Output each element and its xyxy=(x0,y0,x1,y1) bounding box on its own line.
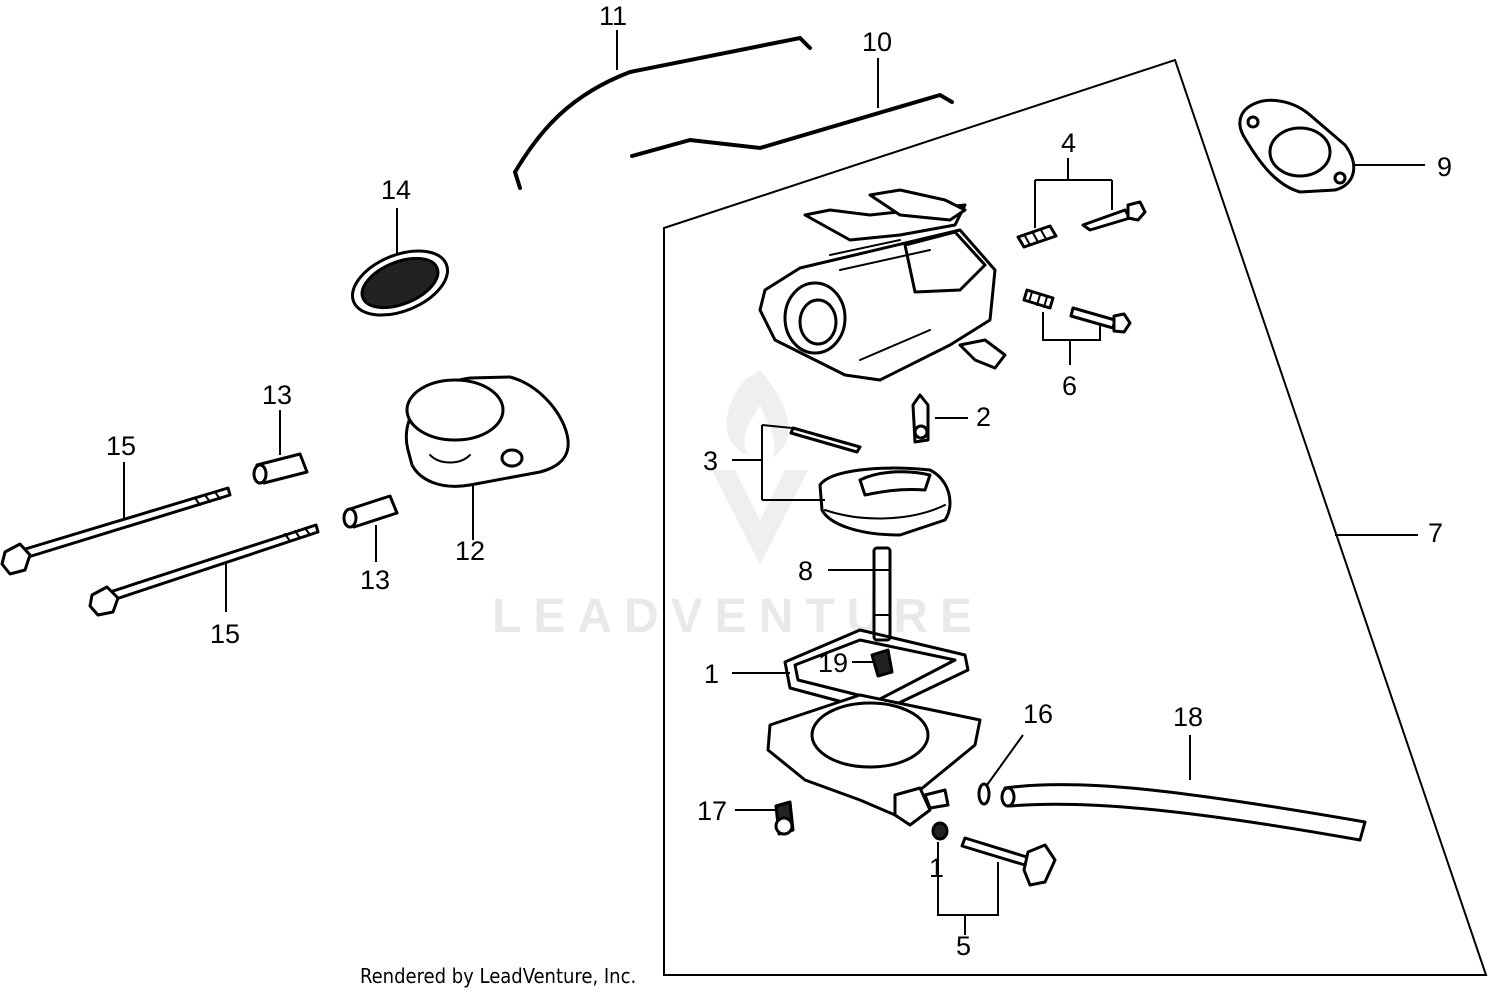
callout-9: 9 xyxy=(1437,152,1452,182)
float-chamber xyxy=(766,693,982,827)
drain-bolt xyxy=(774,800,795,836)
watermark: LEADVENTURE xyxy=(492,370,984,643)
callout-1-upper: 1 xyxy=(704,659,719,689)
callout-13-upper: 13 xyxy=(262,380,292,410)
tube-clip xyxy=(977,782,991,806)
choke-rod xyxy=(512,35,812,190)
callout-14: 14 xyxy=(381,175,411,205)
callout-15-upper: 15 xyxy=(106,431,136,461)
float-pin xyxy=(789,426,862,454)
watermark-text: LEADVENTURE xyxy=(492,590,984,643)
callout-17: 17 xyxy=(697,796,727,826)
callout-5: 5 xyxy=(956,931,971,961)
callout-4: 4 xyxy=(1061,128,1076,158)
callout-6: 6 xyxy=(1062,371,1077,401)
credit-text: Rendered by LeadVenture, Inc. xyxy=(360,964,636,988)
assembly-outline xyxy=(663,58,1488,976)
collar-lower xyxy=(342,494,399,529)
collar-upper xyxy=(252,452,309,485)
callout-16: 16 xyxy=(1023,699,1053,729)
leader-lines xyxy=(123,30,1425,935)
air-cleaner-case xyxy=(404,375,570,488)
callout-1-lower: 1 xyxy=(929,853,944,883)
bolt-lower xyxy=(88,523,320,617)
pilot-screw xyxy=(1081,200,1147,232)
float xyxy=(818,466,952,537)
callout-15-lower: 15 xyxy=(210,619,240,649)
carburetor-body xyxy=(758,188,1007,382)
callout-7: 7 xyxy=(1428,518,1443,548)
callout-8: 8 xyxy=(798,556,813,586)
stop-screw xyxy=(1069,306,1132,334)
callout-2: 2 xyxy=(976,402,991,432)
main-jet xyxy=(870,648,894,678)
float-valve xyxy=(911,393,930,444)
chamber-gasket xyxy=(783,628,970,714)
insulator-gasket xyxy=(1238,98,1356,194)
callout-10: 10 xyxy=(862,27,892,57)
callouts: 11 10 9 14 4 6 2 3 7 8 19 1 12 13 13 15 … xyxy=(106,1,1452,961)
stop-spring xyxy=(1022,288,1055,310)
air-filter-element xyxy=(350,249,450,317)
throttle-rod xyxy=(630,92,954,158)
callout-19: 19 xyxy=(818,648,848,678)
callout-13-lower: 13 xyxy=(360,565,390,595)
bolt-upper xyxy=(0,486,232,576)
main-nozzle xyxy=(872,546,892,642)
callout-3: 3 xyxy=(703,446,718,476)
fuel-tube xyxy=(1000,783,1367,842)
callout-12: 12 xyxy=(455,536,485,566)
pilot-spring xyxy=(1016,224,1058,249)
callout-18: 18 xyxy=(1173,702,1203,732)
drain-screw xyxy=(960,836,1057,887)
drain-washer xyxy=(931,821,949,841)
callout-11: 11 xyxy=(599,1,627,31)
